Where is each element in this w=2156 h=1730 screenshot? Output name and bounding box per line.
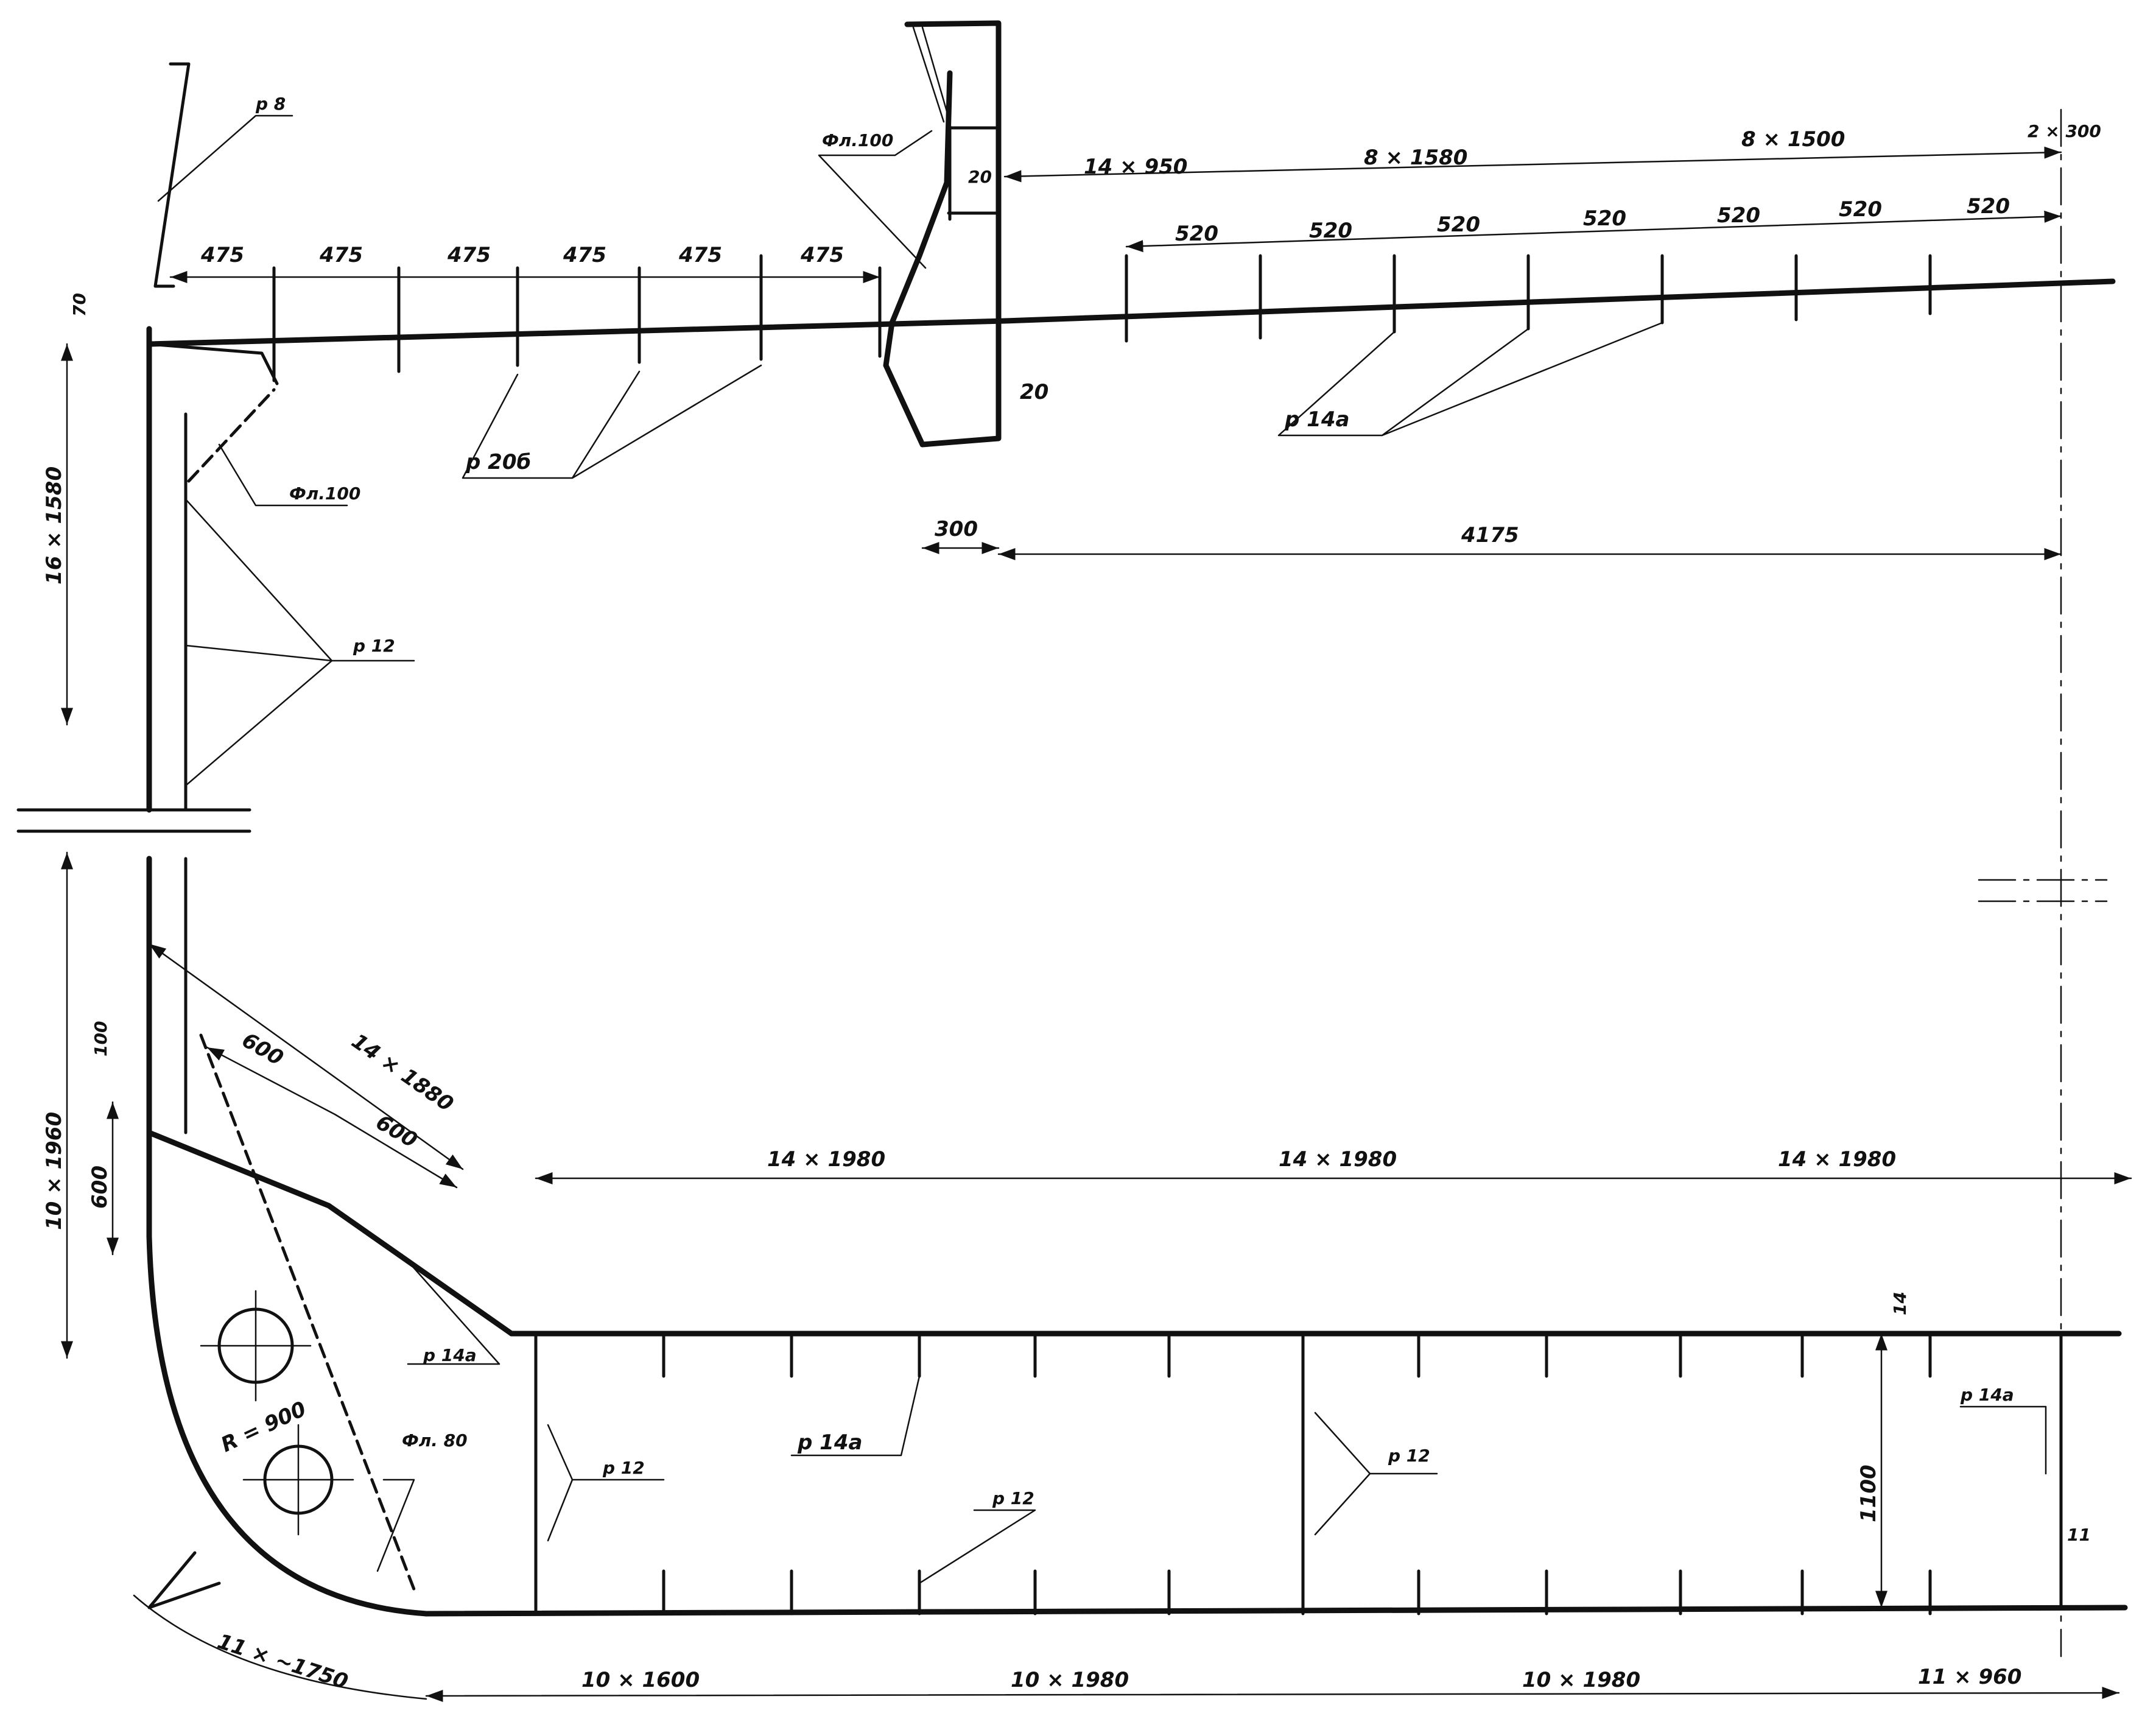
leader-fl100-side [218,443,348,507]
dim-line-top [1003,146,2062,183]
dim-line-bottom [425,1687,2120,1702]
dim-20-side: 20 [1020,380,1048,404]
leader-p8 [157,114,293,202]
leader-p14a-deck [1277,322,1663,437]
dim-520-4: 520 [1583,206,1626,231]
leader-p12-floor-b [918,1509,1036,1584]
dim-520-7: 520 [1967,194,2010,219]
dim-520-2: 520 [1309,219,1352,243]
dim-11: 11 [2067,1525,2091,1545]
dim-14: 14 [1890,1292,1910,1315]
upper-deck-plate [146,278,2116,347]
deck-longitudinals [272,254,1932,382]
dim-520-5: 520 [1717,203,1760,228]
bracket-fl100 [187,388,276,483]
dim-8x1500: 8 × 1500 [1741,127,1845,152]
bracket-top [147,342,279,385]
dim-14x1980-3: 14 × 1980 [1778,1147,1896,1172]
break-line [16,808,251,833]
dim-11x1750: 11 × ~1750 [214,1630,351,1695]
label-p8: р 8 [255,94,286,114]
dim-475-6: 475 [800,243,844,267]
dim-1100: 1100 [1856,1465,1881,1522]
dim-600-v: 600 [88,1166,112,1209]
hull-structure [16,20,2128,1658]
dim-600-a: 600 [238,1028,287,1071]
dim-475-3: 475 [447,243,491,267]
hopper-slope [146,1130,514,1337]
dim-14x1980-1: 14 × 1980 [767,1147,885,1172]
dim-600-b: 600 [372,1110,421,1153]
label-p14a-deck: р 14а [1284,407,1349,432]
dimension-lines [61,114,2132,1702]
dim-4175: 4175 [1461,523,1519,547]
label-fl100-side: Фл.100 [289,483,360,504]
dim-20-top: 20 [968,167,992,187]
dim-line-600-diag [206,1046,458,1189]
coaming-flange-lines [912,26,951,123]
centre-break [1978,879,2108,902]
label-p14a-floor: р 14а [797,1430,862,1455]
hole-centerlines [200,1290,354,1536]
label-fl80: Фл. 80 [402,1430,468,1450]
label-fl100-top: Фл.100 [822,130,893,150]
coaming-inner [947,125,997,221]
dim-520-6: 520 [1839,197,1882,222]
dim-2x300: 2 × 300 [2028,121,2101,141]
leader-fl80 [376,1479,415,1572]
label-p12-floor-c: р 12 [1388,1446,1430,1466]
dim-520-1: 520 [1175,222,1218,246]
bottom-longitudinals [662,1332,1932,1616]
dim-70: 70 [69,293,90,317]
side-shell [146,326,429,1617]
dim-line-bilge [133,1594,427,1700]
label-p12-side: р 12 [353,636,395,656]
leader-p12-side [184,498,415,787]
dim-10x1980-a: 10 × 1980 [1011,1668,1129,1692]
dim-475-1: 475 [200,243,244,267]
label-p14a-right: р 14а [1960,1385,2014,1405]
dim-radius: R = 900 [217,1397,310,1457]
bracket-fl80 [199,1033,416,1591]
leader-p12-floor-c [1314,1412,1438,1536]
dim-300: 300 [935,517,978,541]
dim-10x1600: 10 × 1600 [581,1668,700,1692]
dim-520-3: 520 [1437,213,1480,237]
dim-line-520 [1125,210,2062,253]
dim-10x1980-b: 10 × 1980 [1522,1668,1640,1692]
leader-p14a-bilge [401,1253,500,1365]
leader-p14a-floor [790,1375,921,1457]
label-p12-floor-a: р 12 [602,1458,645,1478]
dim-475-2: 475 [319,243,363,267]
leader-fl100-top [818,130,933,269]
annotations: 475 475 475 475 475 475 520 520 520 520 … [42,94,2101,1694]
label-p12-floor-b: р 12 [992,1488,1034,1508]
bilge-keel [147,1551,221,1609]
leader-p14a-right [1959,1405,2047,1475]
dim-14x950: 14 × 950 [1084,155,1187,179]
dim-11x960: 11 × 960 [1918,1665,2021,1689]
hatch-coaming [883,20,1002,448]
dim-16x1580: 16 × 1580 [42,466,66,585]
label-p20b: р 20б [465,450,531,474]
dim-475-5: 475 [678,243,722,267]
dim-10x1960: 10 × 1960 [42,1112,66,1230]
leader-p12-floor-a [547,1424,665,1542]
deck-stiffener-p8 [153,62,191,288]
label-p14a-bilge: р 14а [423,1345,477,1365]
dim-14x1980-2: 14 × 1980 [1279,1147,1397,1172]
dim-8x1580: 8 × 1580 [1364,146,1467,170]
dim-475-4: 475 [563,243,606,267]
dim-14x1880: 14 × 1880 [347,1029,458,1117]
leader-p20b [462,364,762,479]
dim-100: 100 [91,1021,111,1057]
bottom-shell [423,1605,2128,1617]
